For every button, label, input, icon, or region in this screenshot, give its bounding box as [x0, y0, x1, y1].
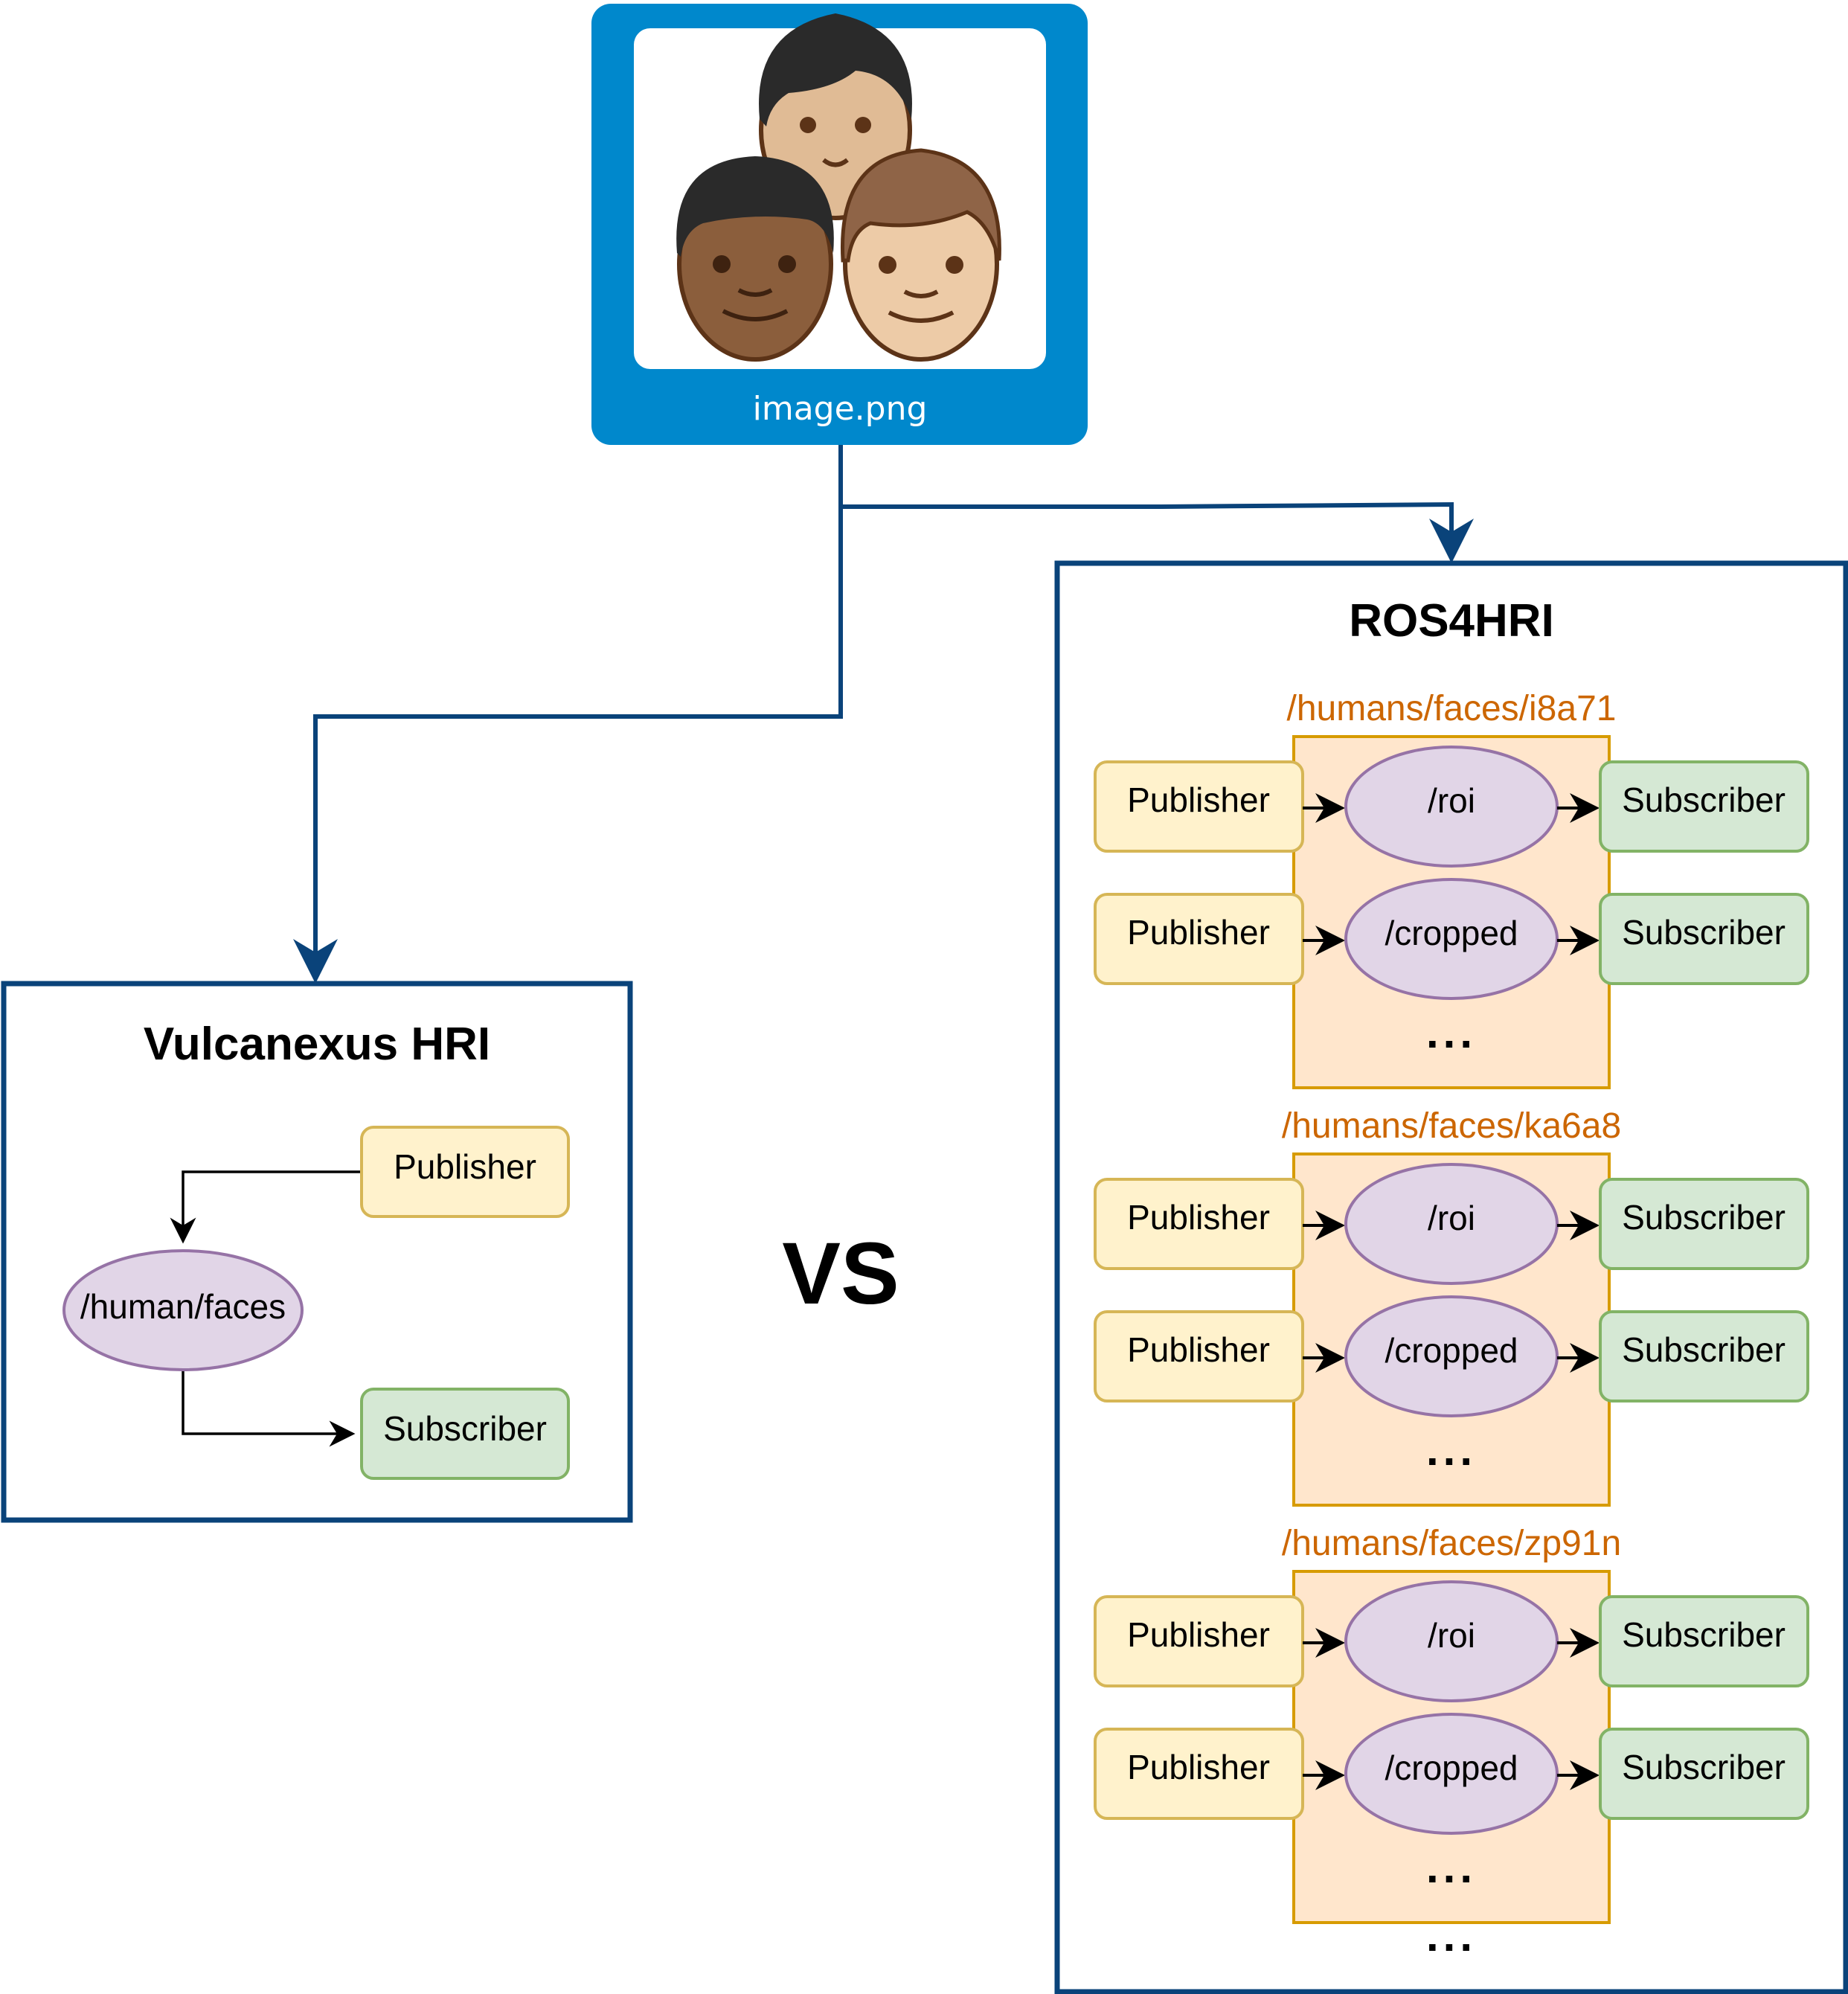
subscriber-label: Subscriber	[1622, 1198, 1786, 1237]
publisher-to-topic-arrow	[170, 1170, 362, 1244]
topic-row: Publisher/roi Subscriber	[1094, 1580, 1809, 1702]
publisher-node[interactable]: Publisher	[1094, 1178, 1304, 1270]
vulcanexus-container: Vulcanexus HRI Publisher /human/faces Su…	[1, 981, 633, 1523]
subscriber-node[interactable]: Subscriber	[1599, 1728, 1809, 1820]
topic-row: Publisher/cropped Subscriber	[1094, 1295, 1809, 1417]
topic-label: /roi	[1428, 1199, 1475, 1237]
subscriber-node[interactable]: Subscriber	[1599, 1178, 1809, 1270]
publisher-label: Publisher	[1127, 1330, 1270, 1369]
publisher-label: Publisher	[1127, 780, 1270, 819]
topic-label: /cropped	[1385, 914, 1518, 952]
subscriber-label: Subscriber	[1622, 1330, 1786, 1369]
ros4hri-title: ROS4HRI	[1349, 595, 1554, 647]
publisher-label: Publisher	[1127, 1748, 1270, 1786]
image-node[interactable]: image.png	[591, 4, 1088, 445]
subscriber-node[interactable]: Subscriber	[1599, 1310, 1809, 1402]
subscriber-label: Subscriber	[1622, 913, 1786, 952]
topic-node[interactable]: /roi	[1344, 1163, 1559, 1285]
publisher-node[interactable]: Publisher	[1094, 1595, 1304, 1687]
group-namespace-label: /humans/faces/zp91n	[1282, 1524, 1621, 1563]
subscriber-label: Subscriber	[1622, 780, 1786, 819]
subscriber-label: Subscriber	[383, 1409, 547, 1448]
topic-label: /cropped	[1385, 1331, 1518, 1370]
publisher-label: Publisher	[1127, 913, 1270, 952]
vulcanexus-publisher[interactable]: Publisher	[360, 1126, 570, 1218]
vulcanexus-title: Vulcanexus HRI	[144, 1019, 490, 1070]
topic-label: /roi	[1428, 781, 1475, 820]
connector-to-ros4hri	[841, 501, 1474, 563]
topic-row: Publisher/roi Subscriber	[1094, 746, 1809, 868]
ros4hri-container: ROS4HRI /humans/faces/i8a71Publisher/roi…	[1054, 560, 1848, 1994]
topic-node[interactable]: /cropped	[1344, 878, 1559, 1000]
topic-node[interactable]: /cropped	[1344, 1295, 1559, 1417]
subscriber-node[interactable]: Subscriber	[1599, 760, 1809, 853]
group-namespace-label: /humans/faces/ka6a8	[1282, 1106, 1621, 1146]
topic-label: /human/faces	[80, 1287, 286, 1326]
topic-label: /roi	[1428, 1616, 1475, 1655]
topic-row: Publisher/cropped Subscriber	[1094, 1713, 1809, 1835]
topic-node[interactable]: /roi	[1344, 746, 1559, 868]
more-groups-ellipsis: ...	[1426, 1911, 1477, 1961]
topic-label: /cropped	[1385, 1748, 1518, 1787]
publisher-node[interactable]: Publisher	[1094, 760, 1304, 853]
topic-row: Publisher/cropped Subscriber	[1094, 878, 1809, 1000]
subscriber-node[interactable]: Subscriber	[1599, 893, 1809, 985]
group-namespace-label: /humans/faces/i8a71	[1287, 689, 1617, 728]
publisher-label: Publisher	[1127, 1198, 1270, 1237]
three-faces-icon	[676, 13, 1001, 362]
more-topics-ellipsis: ...	[1426, 1842, 1477, 1892]
more-topics-ellipsis: ...	[1426, 1007, 1477, 1057]
vs-label: VS	[782, 1225, 899, 1323]
publisher-node[interactable]: Publisher	[1094, 1728, 1304, 1820]
connector-to-vulcanexus	[293, 445, 843, 984]
topic-node[interactable]: /roi	[1344, 1580, 1559, 1702]
publisher-node[interactable]: Publisher	[1094, 1310, 1304, 1402]
image-filename: image.png	[753, 390, 928, 428]
vulcanexus-subscriber[interactable]: Subscriber	[360, 1388, 570, 1480]
publisher-label: Publisher	[1127, 1615, 1270, 1654]
topic-row: Publisher/roi Subscriber	[1094, 1163, 1809, 1285]
topic-node[interactable]: /cropped	[1344, 1713, 1559, 1835]
subscriber-node[interactable]: Subscriber	[1599, 1595, 1809, 1687]
more-topics-ellipsis: ...	[1426, 1425, 1477, 1475]
subscriber-label: Subscriber	[1622, 1748, 1786, 1786]
vulcanexus-topic[interactable]: /human/faces	[62, 1249, 304, 1371]
publisher-label: Publisher	[394, 1147, 536, 1186]
subscriber-label: Subscriber	[1622, 1615, 1786, 1654]
topic-to-subscriber-arrow	[182, 1370, 356, 1447]
publisher-node[interactable]: Publisher	[1094, 893, 1304, 985]
